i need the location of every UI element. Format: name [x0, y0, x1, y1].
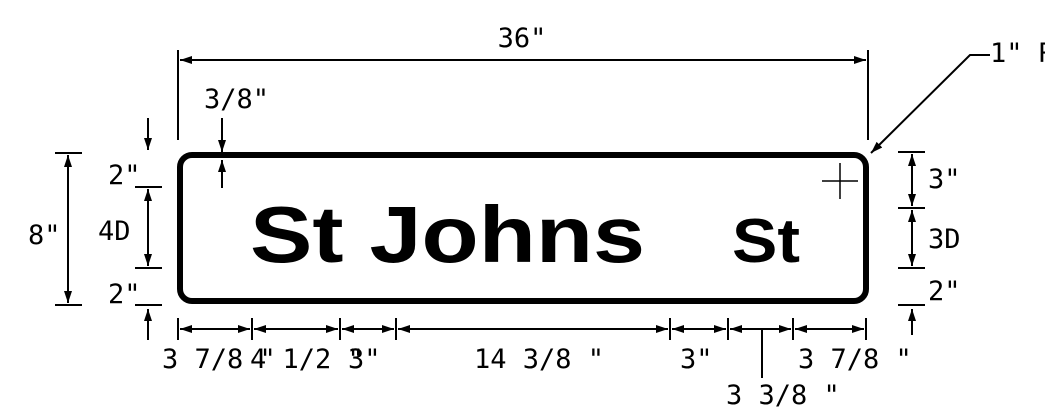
word-space-label: 3": [348, 344, 381, 375]
top-margin-left-label: 2": [108, 160, 141, 191]
corner-center-cross: [822, 163, 858, 199]
sign-panel: [177, 152, 869, 304]
bottom-horizontal-chain: [177, 318, 867, 378]
border-inset-label: 3/8": [204, 84, 269, 115]
bottom-margin-right-label: 2": [928, 276, 961, 307]
sign-main-text: St Johns: [250, 190, 645, 279]
suffix-width-label: 3 3/8 ": [726, 380, 840, 411]
overall-width-dimension: [177, 50, 869, 140]
suffix-letter-height-label: 3D: [928, 224, 961, 255]
right-vertical-chain: [898, 151, 925, 335]
right-margin-label: 3 7/8 ": [798, 344, 912, 375]
left-vertical-chain: [135, 118, 162, 340]
corner-radius-leader: [870, 54, 990, 154]
main-letter-height-label: 4D: [98, 216, 131, 247]
sign-suffix-text: St: [732, 207, 800, 276]
suffix-space-label: 3": [680, 344, 713, 375]
s-to-t-space-label: 4 1/2 ": [250, 344, 364, 375]
top-margin-right-label: 3": [928, 164, 961, 195]
johns-width-label: 14 3/8 ": [474, 344, 604, 375]
overall-height-dimension: [55, 152, 82, 306]
overall-width-label: 36": [498, 23, 547, 54]
bottom-margin-left-label: 2": [108, 279, 141, 310]
overall-height-label: 8": [28, 220, 61, 251]
corner-radius-label: 1" R: [990, 38, 1045, 69]
left-margin-label: 3 7/8 ": [162, 344, 276, 375]
